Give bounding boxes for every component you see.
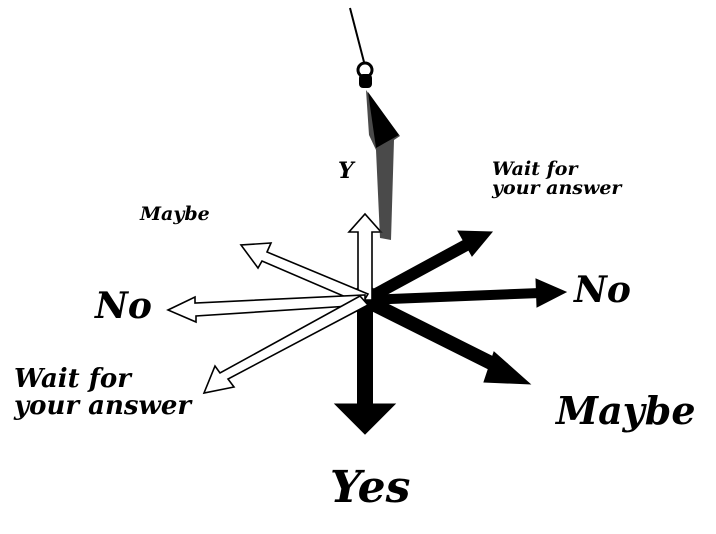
arrowhead-yes-bottom <box>335 404 395 434</box>
pendulum-cap <box>359 74 372 88</box>
label-yes-top: Y <box>338 160 354 182</box>
label-wait-lower-left: Wait for your answer <box>14 366 191 421</box>
arrow-maybe-upper-left <box>241 243 368 304</box>
label-yes-bottom: Yes <box>330 466 410 510</box>
label-wait-upper-right-line2: your answer <box>492 179 621 198</box>
label-maybe-lower-right: Maybe <box>556 392 696 430</box>
arrow-no-right <box>365 293 540 300</box>
arrow-maybe-lower-right <box>365 300 505 370</box>
label-no-left: No <box>95 288 152 324</box>
hollow-arrows <box>168 214 381 393</box>
label-maybe-upper-left: Maybe <box>140 205 210 224</box>
pendulum-string <box>350 8 364 62</box>
label-wait-lower-left-line2: your answer <box>14 393 191 420</box>
pendulum-icon <box>350 8 400 240</box>
arrowhead-no-right <box>536 279 566 307</box>
label-wait-upper-right: Wait for your answer <box>492 160 621 198</box>
label-no-right: No <box>574 272 631 308</box>
label-wait-lower-left-line1: Wait for <box>14 366 191 393</box>
